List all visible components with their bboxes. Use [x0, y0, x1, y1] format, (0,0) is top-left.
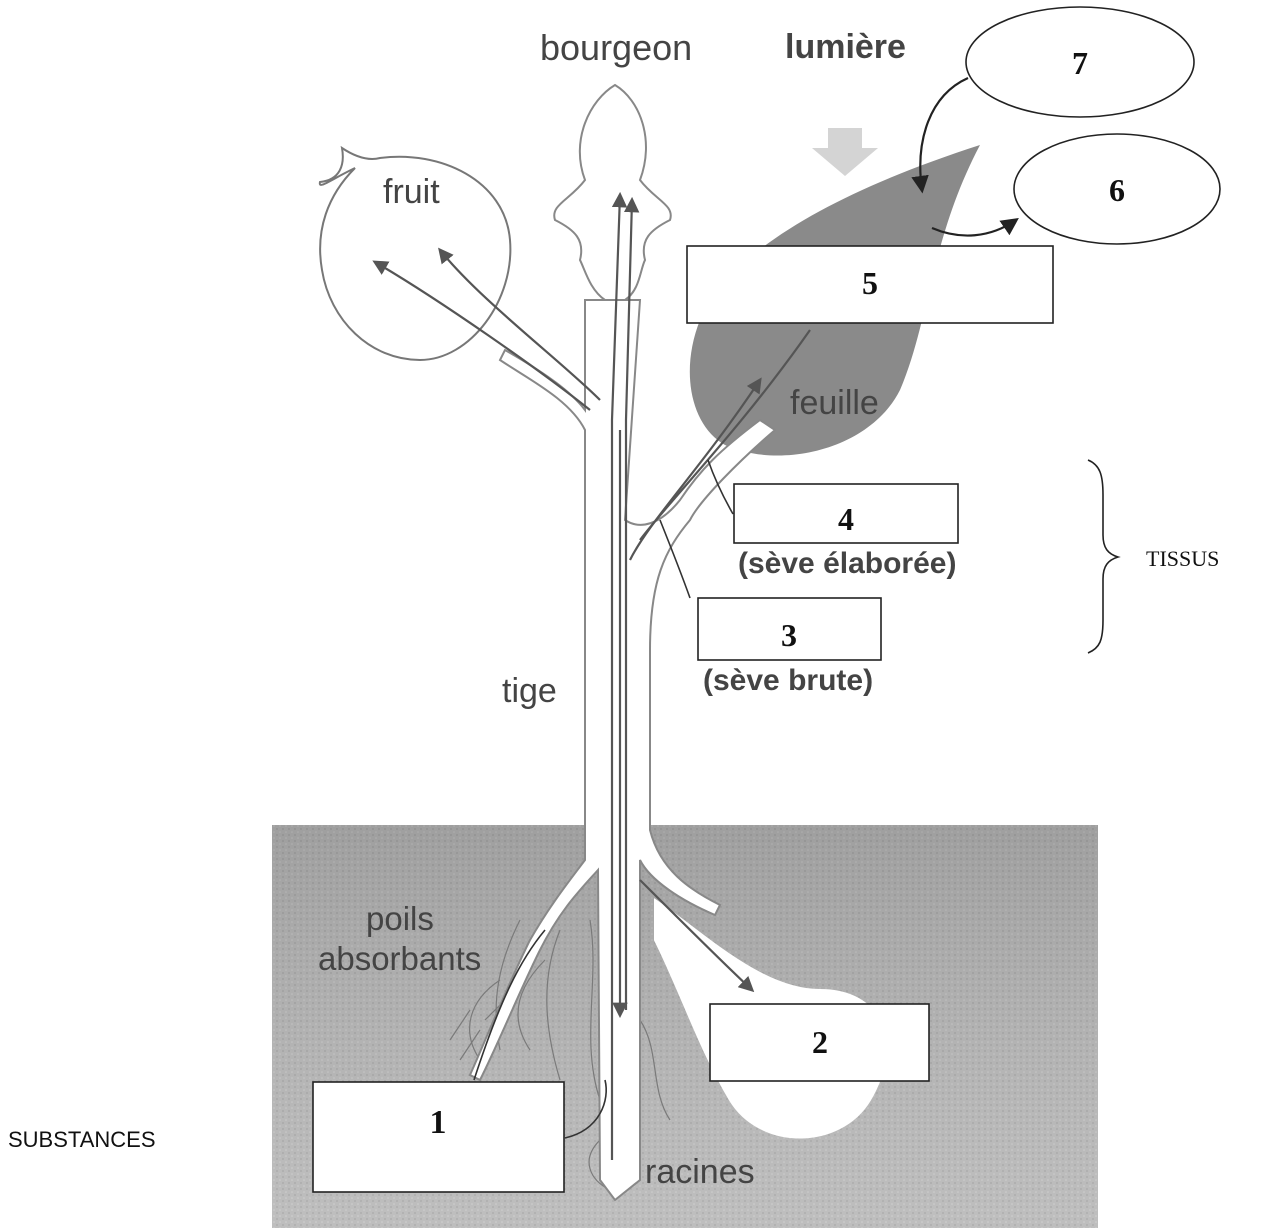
tissus-brace	[1088, 460, 1118, 653]
box-1-number: 1	[430, 1104, 447, 1141]
label-absorbants: absorbants	[318, 940, 481, 977]
label-tige: tige	[502, 672, 557, 710]
label-feuille: feuille	[790, 384, 879, 422]
box-5-number: 5	[862, 265, 878, 301]
box-3-caption: (sève brute)	[703, 664, 873, 697]
ellipse-7-number: 7	[1072, 45, 1088, 81]
ellipse-6: 6	[1014, 134, 1220, 244]
light-arrow	[812, 128, 878, 176]
box-2-number: 2	[812, 1024, 828, 1060]
box-4-number: 4	[838, 501, 854, 537]
box-1: 1	[313, 1082, 564, 1192]
label-substances: SUBSTANCES	[8, 1127, 156, 1152]
label-racines: racines	[645, 1153, 755, 1191]
label-fruit: fruit	[383, 173, 440, 211]
label-lumiere: lumière	[785, 28, 906, 66]
ellipse-6-number: 6	[1109, 172, 1125, 208]
label-bourgeon: bourgeon	[540, 27, 692, 68]
label-tissus: TISSUS	[1146, 546, 1219, 571]
box-3: 3 (sève brute)	[698, 598, 881, 697]
ellipse-7: 7	[966, 7, 1194, 117]
box-2: 2	[710, 1004, 929, 1081]
box-4: 4 (sève élaborée)	[734, 484, 958, 580]
label-poils: poils	[366, 900, 434, 937]
box-5: 5	[687, 246, 1053, 323]
box-3-number: 3	[781, 617, 797, 653]
box-4-caption: (sève élaborée)	[738, 547, 956, 580]
